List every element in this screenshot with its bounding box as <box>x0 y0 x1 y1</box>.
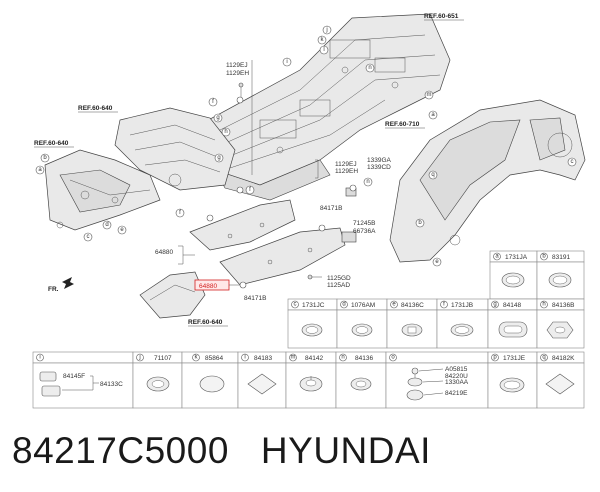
svg-text:p: p <box>493 355 497 361</box>
part-84220u: 84220U <box>445 373 468 380</box>
label-1125ad: 1125AD <box>327 282 350 289</box>
ref-label-60-651: REF.60-651 <box>424 13 459 20</box>
part-71107: 71107 <box>154 355 172 362</box>
svg-text:b: b <box>418 220 422 226</box>
svg-text:f: f <box>249 187 251 193</box>
label-1125gd: 1125GD <box>327 275 351 282</box>
svg-text:f: f <box>179 210 181 216</box>
svg-text:i: i <box>286 59 287 65</box>
svg-text:g: g <box>493 302 496 308</box>
label-1129eh-top: 1129EH <box>226 70 249 77</box>
part-84136: 84136 <box>355 355 373 362</box>
svg-text:j: j <box>138 355 140 361</box>
table-row-2: c 1731JC d 1076AM e 84136C f 1731JB g 84… <box>287 298 585 349</box>
svg-text:n: n <box>341 355 344 361</box>
svg-text:g: g <box>216 115 219 121</box>
svg-text:e: e <box>120 227 124 233</box>
part-1330aa: 1330AA <box>445 379 469 386</box>
part-1731jb: 1731JB <box>451 302 473 309</box>
label-84171b-top: 84171B <box>320 205 342 212</box>
svg-text:d: d <box>105 222 108 228</box>
svg-text:e: e <box>392 302 396 308</box>
svg-text:k: k <box>195 355 199 361</box>
svg-text:m: m <box>291 355 296 361</box>
label-64880: 64880 <box>155 249 173 256</box>
svg-text:o: o <box>391 355 395 361</box>
brand-name: HYUNDAI <box>260 430 431 471</box>
ref-label-60-640-top: REF.60-640 <box>78 105 113 112</box>
part-1731je: 1731JE <box>503 355 526 362</box>
dash-panel <box>114 107 236 191</box>
svg-text:f: f <box>443 302 445 308</box>
label-66736a: 66736A <box>353 228 376 235</box>
svg-text:d: d <box>342 302 345 308</box>
svg-text:a: a <box>431 112 435 118</box>
part-number: 84217C5000 <box>12 430 229 471</box>
part-1076am: 1076AM <box>351 302 375 309</box>
front-direction-label: FR. <box>48 286 59 293</box>
svg-text:c: c <box>87 234 90 240</box>
svg-text:k: k <box>321 37 325 43</box>
table-row-1: a 1731JA b 83191 <box>489 250 585 300</box>
svg-text:f: f <box>212 99 214 105</box>
part-84183: 84183 <box>254 355 272 362</box>
part-84136b: 84136B <box>552 302 574 309</box>
label-1129ej-top: 1129EJ <box>226 62 248 69</box>
bolt-1125 <box>307 274 322 280</box>
label-1129ej-mid: 1129EJ <box>335 161 357 168</box>
bracket-66736 <box>341 231 357 243</box>
highlight-label-64880: 64880 <box>199 283 217 290</box>
svg-text:n: n <box>366 179 369 185</box>
label-1339ga: 1339GA <box>367 157 392 164</box>
under-cover-upper <box>189 199 296 251</box>
svg-text:n: n <box>368 65 371 71</box>
svg-text:i: i <box>39 355 40 361</box>
floor-pan <box>189 13 451 201</box>
label-84171b-bottom: 84171B <box>244 295 266 302</box>
svg-text:c: c <box>294 302 297 308</box>
label-1339cd: 1339CD <box>367 164 391 171</box>
ref-label-60-640-left: REF.60-640 <box>34 140 69 147</box>
part-84136c: 84136C <box>401 302 424 309</box>
front-arrow-icon <box>62 277 74 289</box>
svg-text:l: l <box>323 47 324 53</box>
svg-text:g: g <box>217 155 220 161</box>
part-84182k: 84182K <box>552 355 575 362</box>
part-84145f: 84145F <box>63 373 85 380</box>
svg-text:h: h <box>542 302 545 308</box>
part-a05815: A05815 <box>445 366 468 373</box>
svg-text:e: e <box>435 259 439 265</box>
svg-text:m: m <box>427 92 432 98</box>
part-caption: 84217C5000 HYUNDAI <box>12 430 463 472</box>
svg-text:q: q <box>542 355 545 361</box>
part-84219e: 84219E <box>445 390 468 397</box>
side-body-outer <box>389 99 586 263</box>
part-84133c: 84133C <box>100 381 123 388</box>
label-1129eh-mid: 1129EH <box>335 168 358 175</box>
svg-text:a: a <box>38 167 42 173</box>
svg-text:c: c <box>571 159 574 165</box>
part-1731ja: 1731JA <box>505 254 528 261</box>
label-71245b: 71245B <box>353 220 375 227</box>
svg-text:j: j <box>325 27 327 33</box>
callout-letters: j k l i f g h g n m a n q b e c b a d c … <box>35 25 577 267</box>
svg-text:q: q <box>431 172 434 178</box>
front-side-member <box>44 149 161 231</box>
svg-text:h: h <box>224 129 227 135</box>
under-cover-front <box>139 271 206 319</box>
part-1731jc: 1731JC <box>302 302 325 309</box>
svg-text:l: l <box>244 355 245 361</box>
parts-table: a 1731JA b 83191 c 1731JC d 1076AM e 841… <box>32 250 585 409</box>
part-83191: 83191 <box>552 254 570 261</box>
svg-text:b: b <box>43 155 47 161</box>
table-row-3: i 84145F 84133C j 71107 k 85864 l 84183 <box>32 351 585 409</box>
part-85864: 85864 <box>205 355 223 362</box>
svg-text:a: a <box>495 254 499 260</box>
ref-label-60-710: REF.60-710 <box>385 121 420 128</box>
svg-text:b: b <box>542 254 546 260</box>
part-84142: 84142 <box>305 355 323 362</box>
part-84148: 84148 <box>503 302 521 309</box>
ref-label-60-640-bottom: REF.60-640 <box>188 319 223 326</box>
